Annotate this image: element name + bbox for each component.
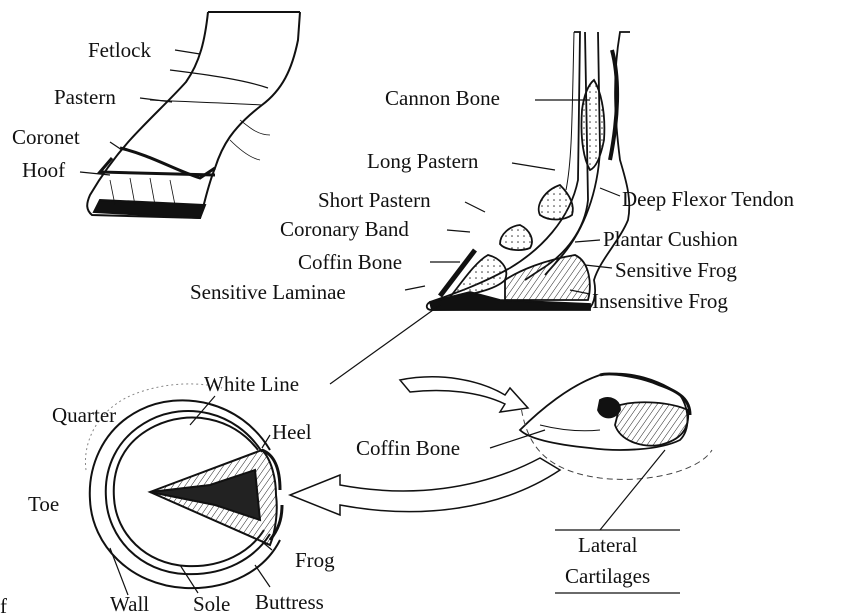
label-sensitive-laminae: Sensitive Laminae	[190, 282, 346, 303]
label-hoof: Hoof	[22, 160, 65, 181]
label-sole: Sole	[193, 594, 230, 615]
arrow-to-ground-view	[290, 458, 560, 515]
label-white-line: White Line	[204, 374, 299, 395]
label-plantar-cushion: Plantar Cushion	[603, 229, 738, 250]
label-lateral-line2: Cartilages	[565, 566, 650, 587]
label-quarter: Quarter	[52, 405, 116, 426]
label-heel: Heel	[272, 422, 312, 443]
label-wall: Wall	[110, 594, 149, 615]
label-coronary-band: Coronary Band	[280, 219, 409, 240]
arrow-to-cartilages	[400, 377, 528, 412]
label-sensitive-frog: Sensitive Frog	[615, 260, 737, 281]
label-fetlock: Fetlock	[88, 40, 151, 61]
label-pastern: Pastern	[54, 87, 116, 108]
label-toe: Toe	[28, 494, 59, 515]
label-long-pastern: Long Pastern	[367, 151, 478, 172]
label-lateral-line1: Lateral	[578, 535, 637, 556]
label-coronet: Coronet	[12, 127, 80, 148]
label-insensitive-frog: Insensitive Frog	[592, 291, 728, 312]
label-frog: Frog	[295, 550, 335, 571]
label-cannon-bone: Cannon Bone	[385, 88, 500, 109]
label-short-pastern: Short Pastern	[318, 190, 431, 211]
label-coffin-bone-3d: Coffin Bone	[356, 438, 460, 459]
label-coffin-bone-section: Coffin Bone	[298, 252, 402, 273]
label-buttress: Buttress	[255, 592, 324, 613]
label-deep-flexor-tendon: Deep Flexor Tendon	[622, 189, 794, 210]
label-corner-fragment: f	[0, 596, 7, 615]
